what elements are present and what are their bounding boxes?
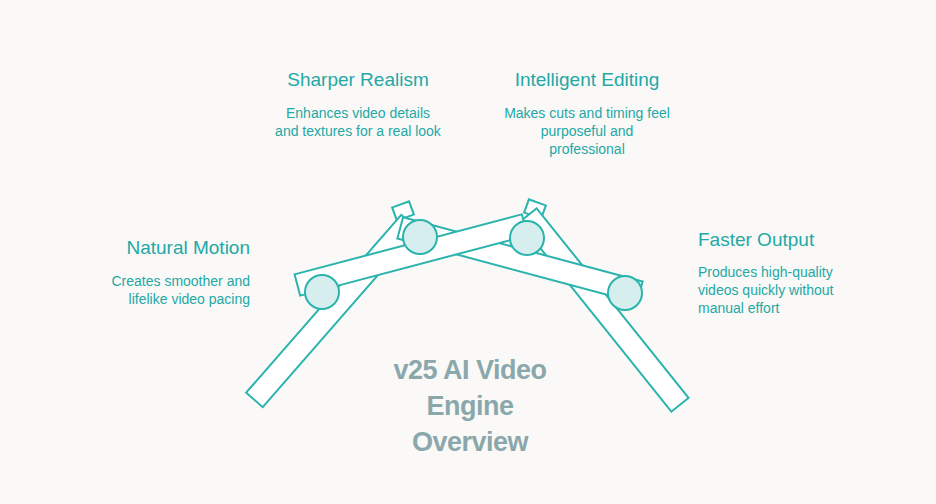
diagram-title: v25 AI Video Engine Overview (370, 352, 570, 460)
section-heading: Intelligent Editing (477, 68, 697, 92)
section-body: Produces high-quality videos quickly wit… (698, 263, 860, 317)
section-heading: Natural Motion (30, 236, 250, 260)
section-body: Enhances video details and textures for … (274, 104, 442, 140)
section-heading: Faster Output (698, 228, 918, 252)
pivot-circle (608, 276, 642, 310)
pivot-circle (305, 275, 339, 309)
lever-bar (246, 215, 418, 407)
section-heading: Sharper Realism (248, 68, 468, 92)
pivot-circle (403, 220, 437, 254)
section-body: Creates smoother and lifelike video paci… (90, 272, 250, 308)
pivot-circle (510, 221, 544, 255)
section-body: Makes cuts and timing feel purposeful an… (503, 104, 671, 158)
